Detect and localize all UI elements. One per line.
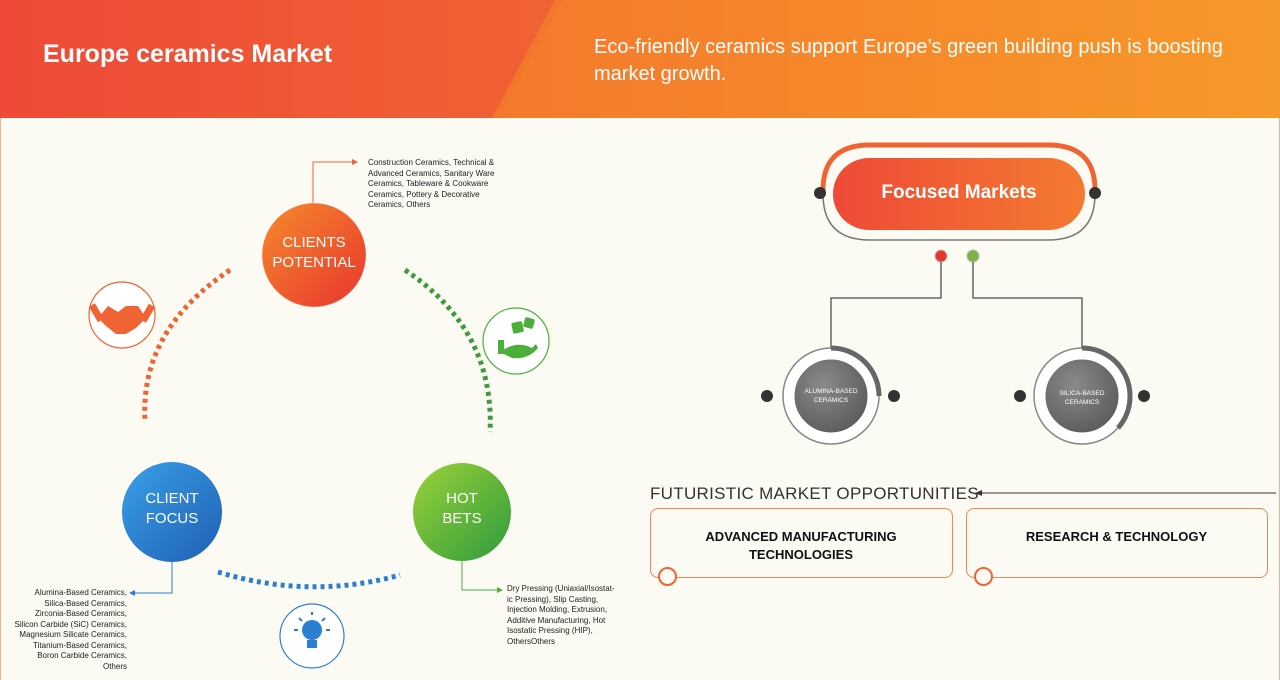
header-title-panel: [0, 0, 555, 118]
clients-potential-connector: [312, 159, 358, 203]
hot-bets-detail: OthersOthers: [507, 636, 556, 646]
client-focus-detail: Boron Carbide Ceramics,: [37, 651, 127, 660]
segment-silica-label-line2: CERAMICS: [1064, 399, 1100, 406]
clients-potential-detail: Ceramics, Tableware & Cookware: [368, 179, 489, 188]
client-focus-label: CLIENT FOCUS: [122, 489, 222, 529]
hot-bets-circle: [413, 463, 511, 561]
segment-alumina-label: ALUMINA-BASED CERAMICS: [796, 387, 866, 405]
hot-bets-detail: Dry Pressing (Uniaxial/Isostat-: [507, 584, 615, 593]
client-focus-connector: [129, 560, 173, 596]
clients-potential-detail: Ceramics, Pottery & Decorative: [368, 189, 480, 199]
clients-potential-detail: Ceramics, Others: [368, 200, 431, 209]
focused-markets-title: Focused Markets: [881, 182, 1037, 203]
opportunity-box-research-technology: RESEARCH & TECHNOLOGY: [966, 508, 1268, 586]
client-focus-detail: Silica-Based Ceramics,: [44, 598, 127, 608]
clients-potential-label-line1: CLIENTS: [282, 234, 346, 251]
segment-alumina-circle: [761, 345, 900, 445]
segment-alumina-label-line1: ALUMINA-BASED: [804, 388, 858, 395]
hot-bets-connector: [461, 560, 503, 593]
futuristic-title: FUTURISTIC MARKET OPPORTUNITIES: [650, 484, 979, 503]
hot-bets-detail: Injection Molding, Extrusion,: [507, 605, 608, 614]
opportunity-label: ADVANCED MANUFACTURING TECHNOLOGIES: [651, 528, 951, 564]
cycle-arc-bottom: [217, 569, 401, 590]
header-banner: Europe ceramics Market Eco-friendly cera…: [0, 0, 1280, 118]
opportunity-label: RESEARCH & TECHNOLOGY: [967, 528, 1266, 546]
hot-bets-label: HOT BETS: [412, 489, 512, 529]
hot-bets-detail: Additive Manufacturing, Hot: [507, 615, 606, 625]
clients-potential-detail: Advanced Ceramics, Sanitary Ware: [368, 168, 495, 178]
clients-potential-label: CLIENTS POTENTIAL: [264, 233, 364, 273]
handshake-icon: [88, 281, 156, 349]
opportunity-box-advanced-manufacturing: ADVANCED MANUFACTURING TECHNOLOGIES: [650, 508, 953, 586]
client-focus-detail: Alumina-Based Ceramics,: [34, 588, 127, 597]
client-focus-label-line2: FOCUS: [145, 510, 199, 527]
cycle-arc-left: [142, 267, 232, 421]
futuristic-arrow: [975, 490, 1276, 496]
segment-silica-circle: [1014, 345, 1150, 445]
focused-markets-pill: [814, 142, 1101, 241]
client-focus-detail: Zirconia-Based Ceramics,: [34, 609, 127, 618]
clients-potential-details: Construction Ceramics, Technical & Advan…: [368, 158, 518, 211]
opportunity-marker: [658, 567, 677, 586]
opportunity-label-line2: TECHNOLOGIES: [748, 547, 853, 562]
segment-alumina-label-line2: CERAMICS: [813, 397, 849, 404]
opportunity-marker: [974, 567, 993, 586]
client-focus-details: Alumina-Based Ceramics, Silica-Based Cer…: [4, 588, 127, 672]
clients-potential-circle: [261, 202, 367, 308]
clients-potential-detail: Construction Ceramics, Technical &: [368, 158, 495, 167]
dice-hand-icon: [482, 307, 550, 375]
page-title: Europe ceramics Market: [43, 40, 333, 68]
opportunity-label-line1: ADVANCED MANUFACTURING: [705, 529, 897, 544]
client-focus-detail: Magnesium Silicate Ceramics,: [19, 630, 127, 639]
segment-silica-label-line1: SILICA-BASED: [1059, 390, 1105, 397]
hot-bets-label-line2: BETS: [442, 510, 482, 527]
page-subtitle: Eco-friendly ceramics support Europe’s g…: [594, 36, 1223, 85]
client-focus-detail: Others: [102, 661, 127, 671]
hot-bets-detail: Isostatic Pressing (HIP),: [507, 626, 593, 635]
hot-bets-label-line1: HOT: [446, 490, 478, 507]
segment-connectors: [830, 249, 1083, 350]
client-focus-detail: Silicon Carbide (SiC) Ceramics,: [14, 619, 127, 629]
client-focus-label-line1: CLIENT: [145, 490, 199, 507]
client-focus-detail: Titanium-Based Ceramics,: [33, 640, 127, 650]
client-focus-circle: [122, 462, 222, 562]
segment-silica-label: SILICA-BASED CERAMICS: [1047, 389, 1117, 407]
clients-potential-label-line2: POTENTIAL: [272, 254, 356, 271]
cycle-arc-right: [403, 267, 493, 433]
opportunity-label-line1: RESEARCH & TECHNOLOGY: [1025, 529, 1208, 544]
hot-bets-details: Dry Pressing (Uniaxial/Isostat- ic Press…: [507, 584, 637, 647]
lightbulb-icon: [279, 603, 345, 669]
hot-bets-detail: ic Pressing), Slip Casting,: [507, 594, 599, 604]
